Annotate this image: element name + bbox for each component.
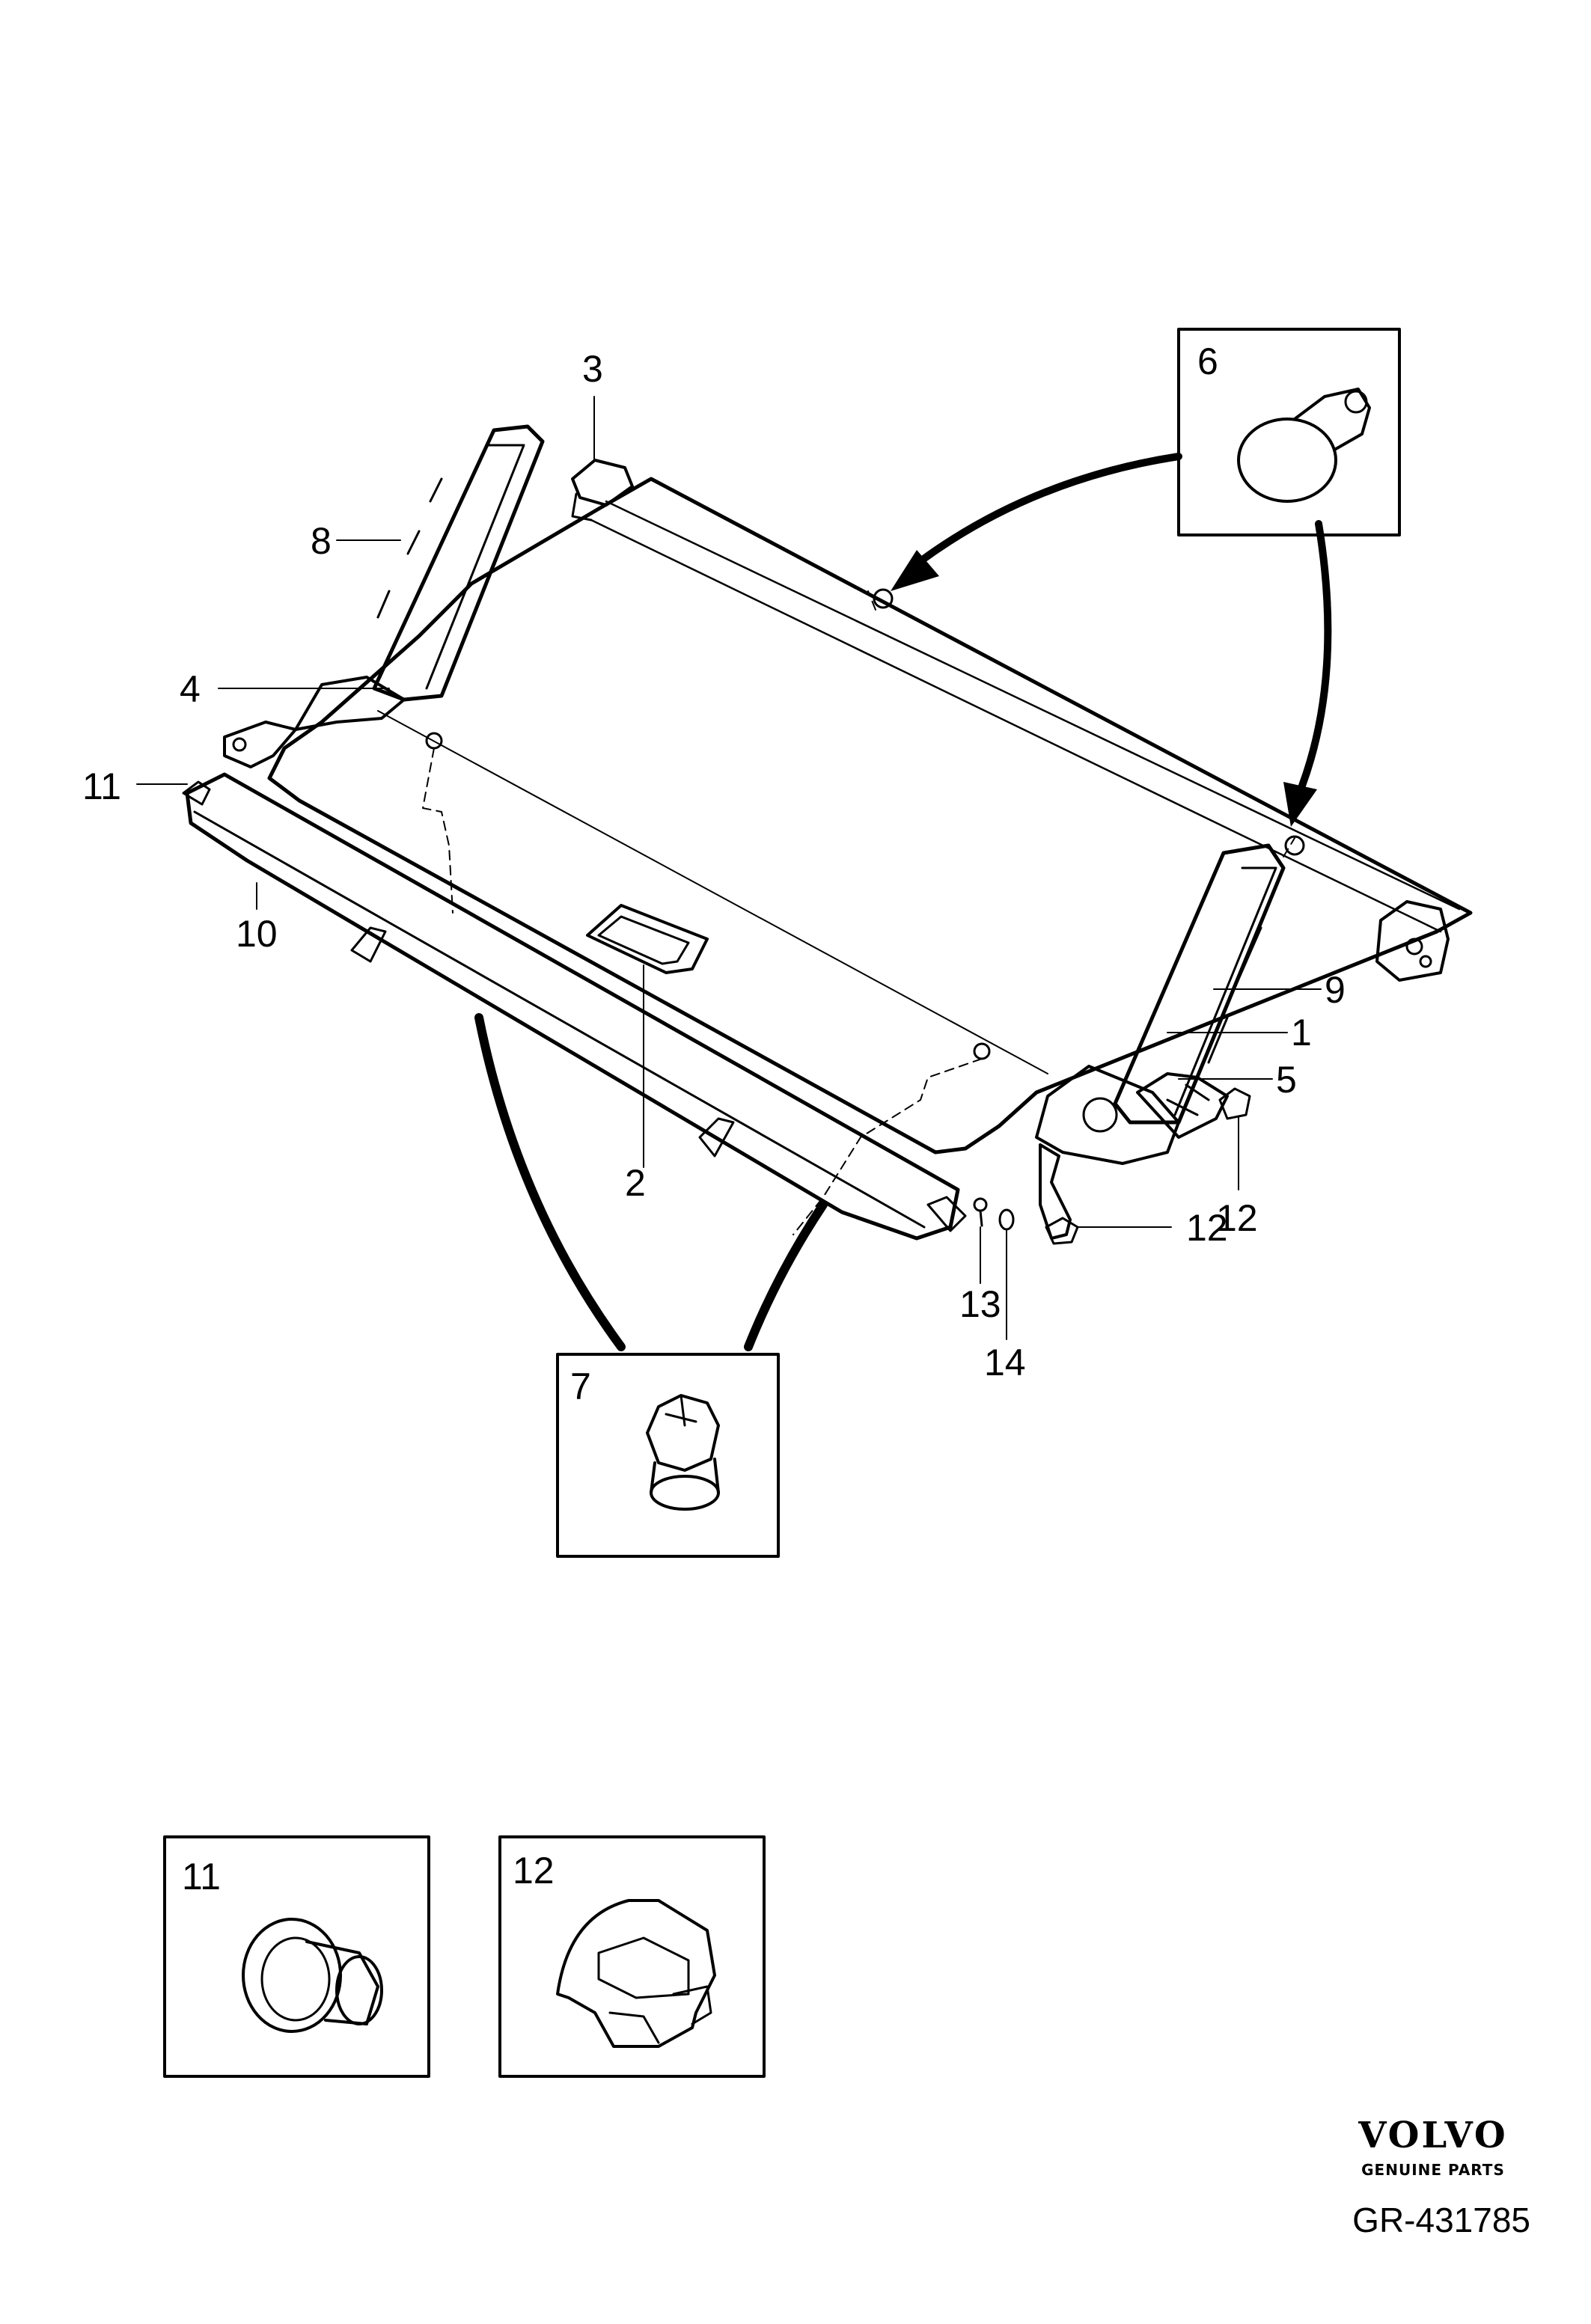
detail-box-12: 12	[498, 1835, 766, 2078]
leader-lines	[136, 396, 1322, 1340]
roller-end-right	[1375, 900, 1450, 982]
detail-box-12-label: 12	[513, 1850, 555, 1892]
callout-2: 2	[625, 1162, 646, 1204]
washer-14	[998, 1208, 1015, 1231]
fastener-marks	[422, 588, 1305, 1235]
callout-14: 14	[984, 1342, 1026, 1383]
detail-box-6: 6	[1177, 328, 1401, 536]
front-roller-bar	[182, 772, 967, 1241]
nut-7-icon	[646, 1394, 720, 1511]
detail-box-7-label: 7	[570, 1366, 591, 1407]
callout-5: 5	[1276, 1059, 1297, 1101]
callout-9: 9	[1325, 969, 1346, 1011]
callout-12-bottom: 12	[1186, 1207, 1228, 1249]
callout-numbers: 3 8 4 11 10 2 9 1 5 12 12 13 14	[82, 348, 1346, 1383]
clip-12-icon	[556, 1899, 716, 2048]
detail-box-11: 11	[163, 1835, 430, 2078]
hardware-12-bottom	[1045, 1217, 1079, 1245]
hardware-12-right	[1218, 1087, 1251, 1120]
callout-8: 8	[311, 520, 332, 562]
clip-6-icon	[1237, 388, 1371, 503]
detail-arrows	[474, 453, 1332, 1351]
callout-12-right: 12	[1216, 1197, 1258, 1239]
callout-13: 13	[959, 1283, 1001, 1325]
roller-end-left	[571, 459, 634, 522]
genuine-parts-tagline: GENUINE PARTS	[1361, 2161, 1505, 2179]
callout-1: 1	[1291, 1012, 1312, 1054]
clip-11-icon	[242, 1918, 383, 2033]
callout-4: 4	[180, 668, 201, 710]
side-panel-left	[223, 424, 545, 768]
callout-11: 11	[82, 765, 121, 807]
reference-code: GR-431785	[1352, 2201, 1530, 2239]
screw-13	[973, 1197, 988, 1227]
volvo-logo: VOLVO	[1358, 2114, 1508, 2156]
cover-handle	[586, 904, 709, 974]
callout-10: 10	[236, 913, 278, 955]
detail-box-7: 7	[556, 1353, 780, 1558]
callout-3: 3	[582, 348, 603, 390]
side-panel-right	[1035, 843, 1286, 1240]
detail-box-6-label: 6	[1197, 340, 1218, 382]
detail-box-11-label: 11	[182, 1856, 221, 1898]
